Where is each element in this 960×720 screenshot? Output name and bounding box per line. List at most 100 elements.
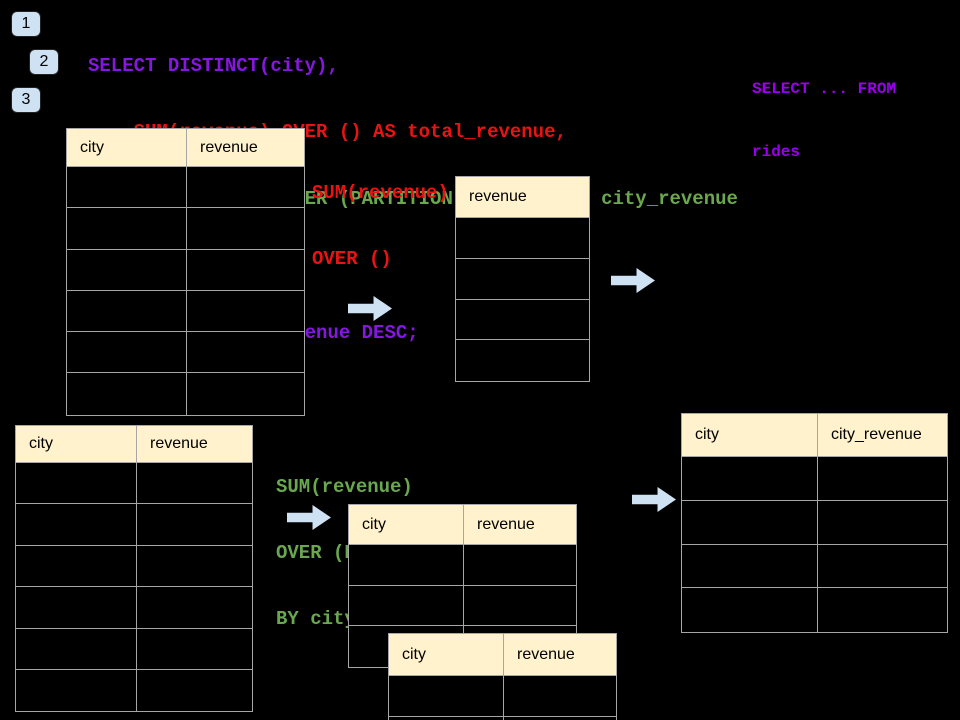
table-row <box>16 628 252 670</box>
window-total-label-line-1: SUM(revenue) <box>312 182 449 204</box>
table-body <box>682 457 947 633</box>
table-cell <box>682 500 818 544</box>
table-cell <box>682 544 818 588</box>
table-row <box>67 373 304 415</box>
table-row <box>456 340 589 381</box>
column-header-revenue: revenue <box>469 188 527 205</box>
table-cell <box>67 249 187 290</box>
table-cell <box>187 167 304 207</box>
table-cell <box>818 588 947 632</box>
table-cell <box>16 545 137 587</box>
table-body <box>456 218 589 381</box>
table-cell <box>16 463 137 504</box>
table-row <box>67 208 304 250</box>
table-cell <box>67 167 187 208</box>
table-header-row: city revenue <box>349 505 576 545</box>
table-cell <box>349 585 464 626</box>
column-header-city: city <box>349 505 464 544</box>
table-cell <box>16 587 137 628</box>
step-badge-3: 3 <box>11 87 41 113</box>
table-cell <box>16 504 137 545</box>
table-cell <box>504 676 616 716</box>
table-row <box>16 463 252 505</box>
table-cell <box>67 373 187 415</box>
table-cell <box>349 545 464 585</box>
table-rides-top: city revenue <box>66 128 305 416</box>
table-cell <box>682 588 818 633</box>
window-total-label-line-2: OVER () <box>312 248 392 270</box>
table-header-row: city revenue <box>16 426 252 463</box>
table-cell <box>187 208 304 248</box>
table-cell <box>464 586 576 626</box>
table-row <box>389 676 616 717</box>
flow-arrow-right-icon <box>632 487 676 512</box>
table-header-row: revenue <box>456 177 589 218</box>
table-city-revenue-result: city city_revenue <box>681 413 948 634</box>
table-body <box>16 463 252 712</box>
column-header-city: city <box>67 129 187 166</box>
table-header-row: city revenue <box>67 129 304 167</box>
table-total-revenue-result: revenue <box>455 176 590 383</box>
table-cell <box>389 717 504 720</box>
table-cell <box>67 290 187 332</box>
table-row <box>456 259 589 300</box>
table-cell <box>137 670 252 711</box>
column-header-city: city <box>682 414 818 456</box>
sql-side-note: SELECT ... FROM rides <box>752 37 896 205</box>
window-total-label: SUM(revenue) OVER () <box>312 138 449 314</box>
table-cell <box>464 545 576 585</box>
table-row <box>16 669 252 712</box>
table-cell <box>456 300 589 340</box>
table-row <box>16 587 252 629</box>
table-row <box>349 585 576 627</box>
table-row <box>349 545 576 586</box>
column-header-revenue: revenue <box>150 435 208 452</box>
window-partition-label-line-1: SUM(revenue) <box>276 476 413 498</box>
table-cell <box>456 340 589 381</box>
table-row <box>682 588 947 633</box>
table-cell <box>137 587 252 627</box>
step-badge-1: 1 <box>11 11 41 37</box>
table-row <box>16 504 252 546</box>
table-cell <box>818 501 947 544</box>
table-rides-bottom: city revenue <box>15 425 253 713</box>
table-cell <box>137 463 252 503</box>
table-cell <box>682 457 818 500</box>
table-row <box>682 500 947 545</box>
column-header-city-revenue: city_revenue <box>831 426 922 443</box>
table-cell <box>137 504 252 544</box>
table-cell <box>16 628 137 669</box>
table-row <box>16 545 252 588</box>
table-row <box>456 300 589 341</box>
table-body <box>67 167 304 415</box>
column-header-city: city <box>16 426 137 462</box>
table-partition-group-2: city revenue <box>388 633 617 720</box>
table-cell <box>67 332 187 373</box>
table-row <box>682 544 947 589</box>
step-badge-2: 2 <box>29 49 59 75</box>
table-cell <box>137 546 252 586</box>
column-header-revenue: revenue <box>477 515 535 533</box>
table-cell <box>818 457 947 500</box>
table-row <box>67 290 304 333</box>
table-header-row: city revenue <box>389 634 616 676</box>
table-row <box>682 457 947 501</box>
table-row <box>67 332 304 374</box>
table-cell <box>456 259 589 299</box>
table-cell <box>187 332 304 372</box>
table-cell <box>137 629 252 669</box>
column-header-revenue: revenue <box>517 645 575 663</box>
table-cell <box>456 218 589 258</box>
side-note-line-2: rides <box>752 143 801 161</box>
table-cell <box>389 676 504 716</box>
column-header-revenue: revenue <box>200 138 258 156</box>
table-row <box>389 717 616 720</box>
table-body <box>389 676 616 720</box>
table-cell <box>187 291 304 331</box>
table-header-row: city city_revenue <box>682 414 947 457</box>
table-row <box>456 218 589 259</box>
sql-line-select: SELECT DISTINCT(city), <box>88 54 339 77</box>
table-cell <box>67 208 187 249</box>
table-row <box>67 167 304 209</box>
